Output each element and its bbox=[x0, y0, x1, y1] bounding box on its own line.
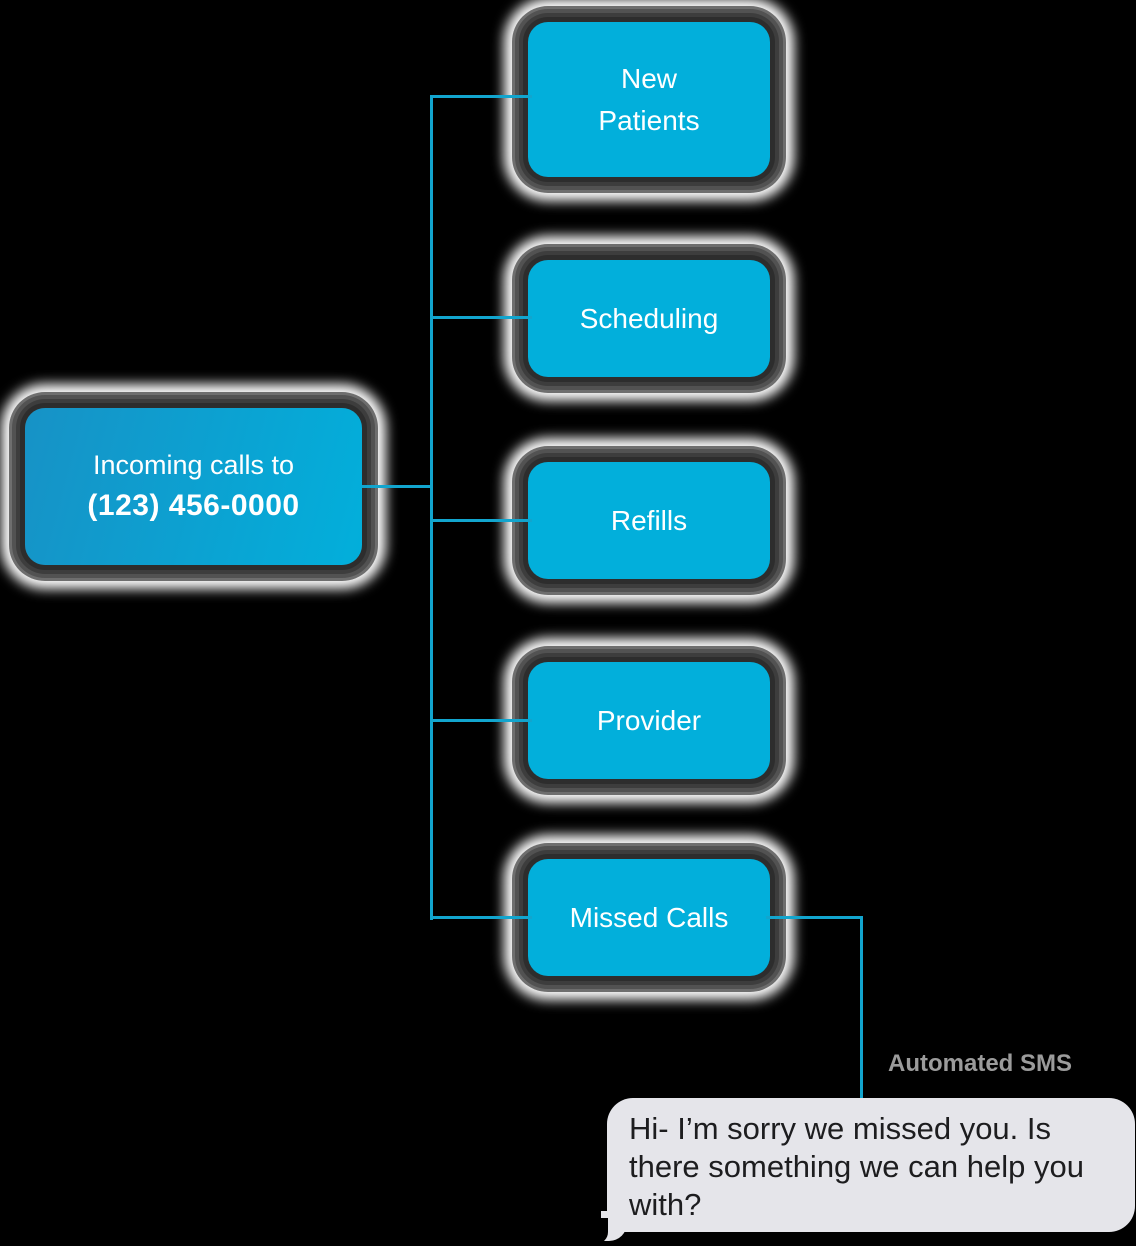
node-provider: Provider bbox=[528, 662, 770, 779]
connector-sms-vertical bbox=[860, 916, 863, 1100]
node-label: Missed Calls bbox=[569, 901, 729, 933]
node-scheduling: Scheduling bbox=[528, 260, 770, 377]
sms-message-bubble: Hi- I’m sorry we missed you. Is there so… bbox=[595, 1098, 1135, 1244]
incoming-calls-text: Incoming calls to bbox=[92, 450, 295, 480]
connector-new-patients bbox=[432, 95, 532, 98]
connector-root bbox=[362, 485, 432, 488]
connector-provider bbox=[432, 719, 532, 722]
node-label: New Patients bbox=[598, 62, 700, 136]
connector-missed-calls bbox=[432, 916, 532, 919]
node-label: Refills bbox=[610, 504, 688, 536]
connector-scheduling bbox=[432, 316, 532, 319]
connector-sms-horizontal bbox=[766, 916, 863, 919]
connector-refills bbox=[432, 519, 532, 522]
node-new-patients: New Patients bbox=[528, 22, 770, 177]
phone-number: (123) 456-0000 bbox=[87, 489, 300, 522]
connector-trunk bbox=[430, 95, 433, 920]
node-label: Scheduling bbox=[579, 302, 719, 334]
sms-message-text: Hi- I’m sorry we missed you. Is there so… bbox=[629, 1111, 1084, 1222]
node-incoming-calls: Incoming calls to (123) 456-0000 bbox=[25, 408, 362, 565]
automated-sms-label: Automated SMS bbox=[888, 1050, 1073, 1077]
node-missed-calls: Missed Calls bbox=[528, 859, 770, 976]
node-refills: Refills bbox=[528, 462, 770, 579]
node-label: Provider bbox=[596, 704, 702, 736]
